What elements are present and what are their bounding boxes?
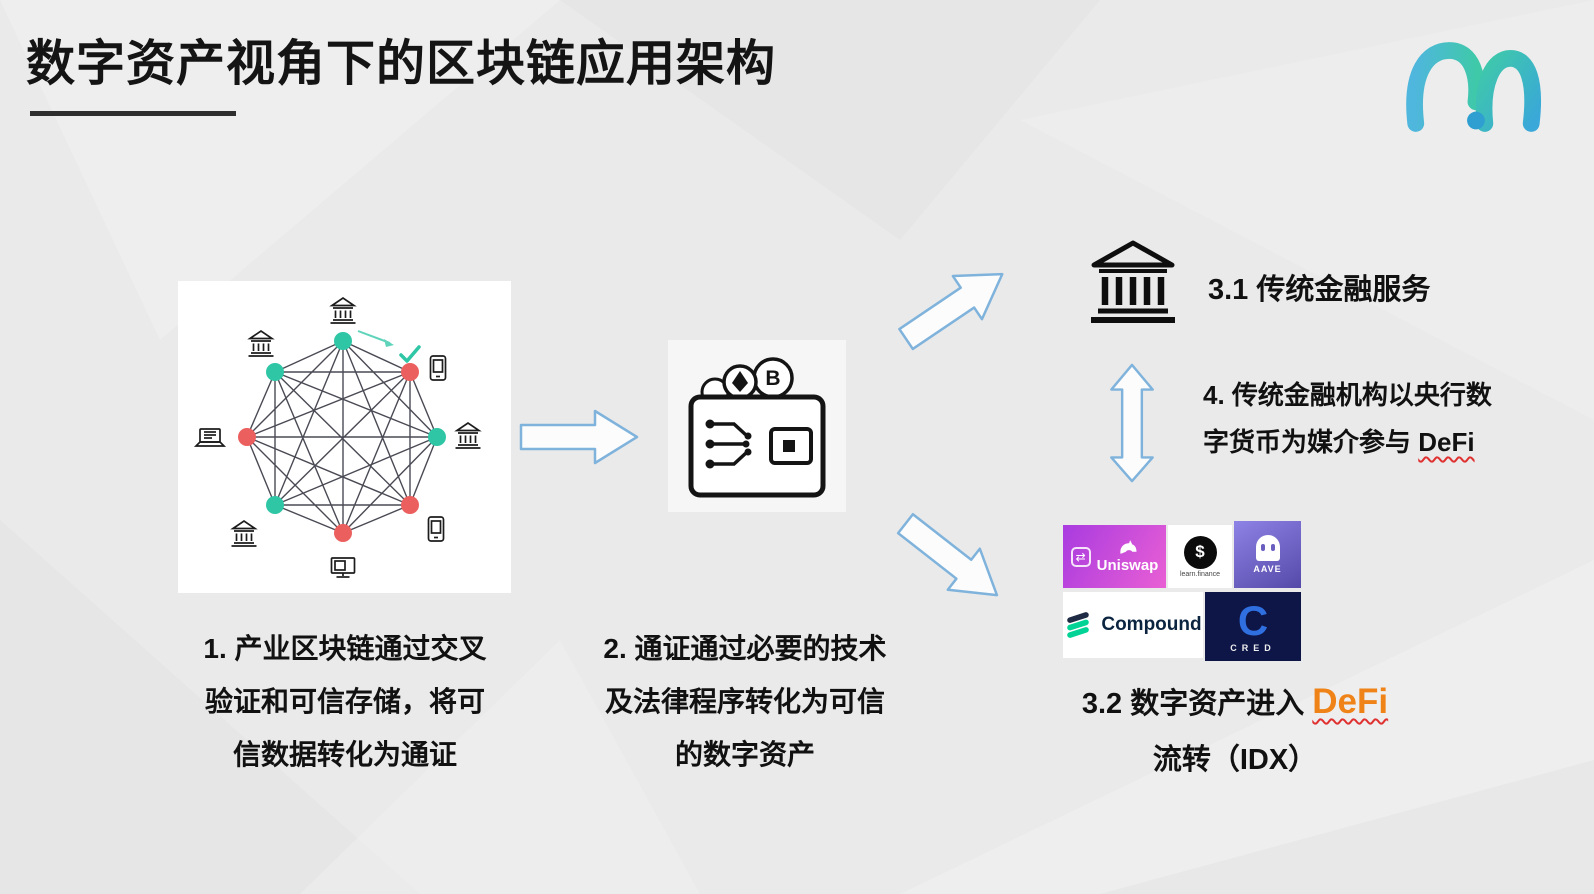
caption-step1: 1. 产业区块链通过交叉 验证和可信存储，将可 信数据转化为通证 xyxy=(165,622,525,781)
yearn-logo: $ learn.finance xyxy=(1168,525,1232,588)
compound-icon xyxy=(1067,612,1090,638)
dollar-glyph: $ xyxy=(1195,542,1205,561)
defi-term-orange: DeFi xyxy=(1312,682,1389,721)
arrow-right xyxy=(519,409,639,465)
compound-logo: Compound xyxy=(1063,592,1203,658)
company-logo xyxy=(1406,42,1542,132)
caption-line: 2. 通证通过必要的技术 xyxy=(603,633,887,664)
caption-line: 及法律程序转化为可信 xyxy=(604,686,885,717)
mesh-edges xyxy=(246,340,438,534)
circuit-lines xyxy=(714,422,748,466)
aave-label: AAVE xyxy=(1253,564,1282,574)
caption-line: 4. 传统金融机构以央行数 xyxy=(1203,380,1492,410)
caption-line: 验证和可信存储，将可 xyxy=(204,686,485,717)
page-title: 数字资产视角下的区块链应用架构 xyxy=(26,37,777,91)
check-icon xyxy=(399,345,421,363)
verify-arrowhead xyxy=(384,339,394,347)
network-nodes xyxy=(238,332,446,542)
label-step4: 4. 传统金融机构以央行数 字货币为媒介参与 DeFi xyxy=(1203,372,1492,466)
ethereum-coin-icon xyxy=(732,371,748,392)
arrow-up-right xyxy=(898,272,1004,351)
defi-term: DeFi xyxy=(1418,427,1475,457)
arrow-double-vertical xyxy=(1110,363,1154,483)
caption-line: 3.2 数字资产进入 DeFi xyxy=(1040,680,1430,722)
uniswap-label: Uniswap xyxy=(1096,557,1159,574)
ghost-icon xyxy=(1255,535,1280,561)
aave-logo: AAVE xyxy=(1234,521,1301,588)
uniswap-logo: ⇄ Uniswap xyxy=(1063,525,1166,588)
digital-wallet-icon: B xyxy=(668,340,846,512)
step32-text: 3.2 数字资产进入 xyxy=(1081,688,1313,720)
cred-logo: C CRED xyxy=(1205,592,1301,661)
caption-line: 流转（IDX） xyxy=(1152,744,1318,776)
label-traditional-finance: 3.1 传统金融服务 xyxy=(1208,274,1431,306)
caption-line: 的数字资产 xyxy=(674,739,815,770)
compound-label: Compound xyxy=(1101,614,1202,635)
caption-line: 信数据转化为通证 xyxy=(232,739,457,770)
dollar-icon: $ xyxy=(1183,535,1217,569)
cred-label: CRED xyxy=(1230,643,1276,653)
blockchain-network-diagram xyxy=(178,281,511,593)
step4-text: 字货币为媒介参与 xyxy=(1203,427,1419,457)
title-underline xyxy=(30,111,236,116)
yearn-label: learn.finance xyxy=(1179,570,1221,578)
arrow-down-right xyxy=(896,512,999,597)
caption-line: 字货币为媒介参与 DeFi xyxy=(1203,419,1492,466)
label-step32: 3.2 数字资产进入 DeFi 流转（IDX） xyxy=(1040,680,1430,778)
unicorn-icon xyxy=(1119,540,1136,554)
cred-c-icon: C xyxy=(1237,597,1269,644)
bank-building-icon xyxy=(1091,240,1175,323)
defi-logo-grid: ⇄ Uniswap $ learn.finance AAVE xyxy=(1063,521,1301,661)
caption-line: 1. 产业区块链通过交叉 xyxy=(203,633,487,664)
swap-icon: ⇄ xyxy=(1070,546,1091,567)
bitcoin-coin-icon: B xyxy=(765,367,780,390)
caption-step2: 2. 通证通过必要的技术 及法律程序转化为可信 的数字资产 xyxy=(565,622,925,781)
swap-glyph: ⇄ xyxy=(1075,549,1086,564)
